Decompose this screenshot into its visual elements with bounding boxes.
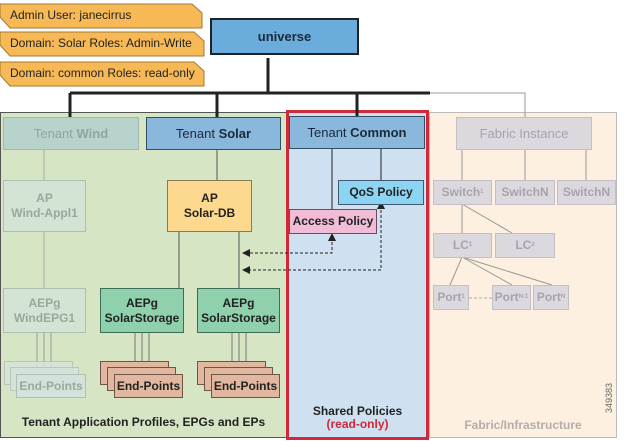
figure-id: 349383 (604, 382, 614, 413)
switch-label: SwitchN (501, 185, 549, 199)
ap-solar-db-node[interactable]: AP Solar-DB (167, 180, 252, 232)
universe-node[interactable]: universe (210, 18, 359, 55)
tenant-prefix: Tenant (175, 126, 219, 141)
solar-endpoints-node[interactable]: End-Points (211, 374, 280, 398)
fabric-region (429, 112, 617, 438)
fabric-region-footer: Fabric/Infrastructure (464, 417, 582, 432)
tenant-name: Wind (76, 126, 109, 141)
port-label: Port (494, 290, 519, 304)
tenant-region-footer: Tenant Application Profiles, EPGs and EP… (21, 414, 266, 429)
role-tag-admin-user: Admin User: janecirrus (0, 3, 203, 29)
endpoints-label: End-Points (19, 378, 83, 393)
ap-type: AP (36, 191, 53, 205)
endpoints-label: End-Points (116, 378, 181, 393)
read-only-note: (read-only) (326, 417, 389, 431)
role-tag-solar: Domain: Solar Roles: Admin-Write (0, 31, 205, 57)
qos-policy-label: QoS Policy (349, 185, 413, 199)
epg-solarstorage-node[interactable]: AEPg SolarStorage (197, 288, 280, 333)
ap-name: Wind-Appl1 (11, 206, 78, 220)
epg-type: AEPg (28, 295, 61, 310)
role-tag-common: Domain: common Roles: read-only (0, 61, 205, 87)
wind-endpoints-node[interactable]: End-Points (16, 374, 86, 398)
port-label: Port (437, 290, 462, 304)
switch-label: SwitchN (562, 185, 611, 199)
tenant-prefix: Tenant (307, 125, 351, 140)
role-tag-label: Admin User: janecirrus (10, 8, 132, 22)
epg-name: WindEPG1 (13, 310, 76, 325)
solar-endpoints-node[interactable]: End-Points (114, 374, 183, 398)
access-policy-label: Access Policy (292, 214, 374, 228)
fabric-instance-label: Fabric Instance (479, 126, 569, 141)
qos-policy-node[interactable]: QoS Policy (338, 180, 424, 205)
epg-name: SolarStorage (104, 310, 180, 325)
tenant-wind-node[interactable]: Tenant Wind (3, 117, 139, 150)
epg-solarstorage-node[interactable]: AEPg SolarStorage (100, 288, 184, 333)
tenant-solar-node[interactable]: Tenant Solar (146, 117, 281, 150)
common-region (286, 110, 429, 440)
ap-wind-appl1-node[interactable]: AP Wind-Appl1 (3, 180, 86, 232)
universe-label: universe (257, 29, 312, 44)
access-policy-node[interactable]: Access Policy (289, 209, 377, 234)
ap-type: AP (201, 191, 218, 205)
tenant-prefix: Tenant (33, 126, 77, 141)
switch-node[interactable]: SwitchN (495, 180, 555, 205)
fabric-instance-node[interactable]: Fabric Instance (456, 117, 592, 150)
tenant-name: Common (350, 125, 407, 140)
line-card-label: LC (452, 238, 469, 252)
switch-node[interactable]: SwitchN (557, 180, 616, 205)
shared-policies-title: Shared Policies (312, 404, 403, 418)
endpoints-label: End-Points (213, 378, 278, 393)
epg-windepg1-node[interactable]: AEPg WindEPG1 (3, 288, 86, 333)
epg-type: AEPg (222, 295, 255, 310)
line-card-label: LC (515, 238, 532, 252)
switch-subscript: 1 (480, 189, 484, 195)
ap-name: Solar-DB (183, 206, 236, 220)
port-label: Port (536, 290, 561, 304)
role-tag-label: Domain: common Roles: read-only (10, 66, 195, 80)
tenant-common-node[interactable]: Tenant Common (289, 116, 425, 149)
tenant-name: Solar (218, 126, 252, 141)
epg-name: SolarStorage (201, 310, 276, 325)
epg-type: AEPg (125, 295, 158, 310)
role-tag-label: Domain: Solar Roles: Admin-Write (10, 36, 192, 50)
switch-label: Switch (441, 185, 481, 199)
common-region-footer: Shared Policies (read-only) (289, 403, 426, 433)
